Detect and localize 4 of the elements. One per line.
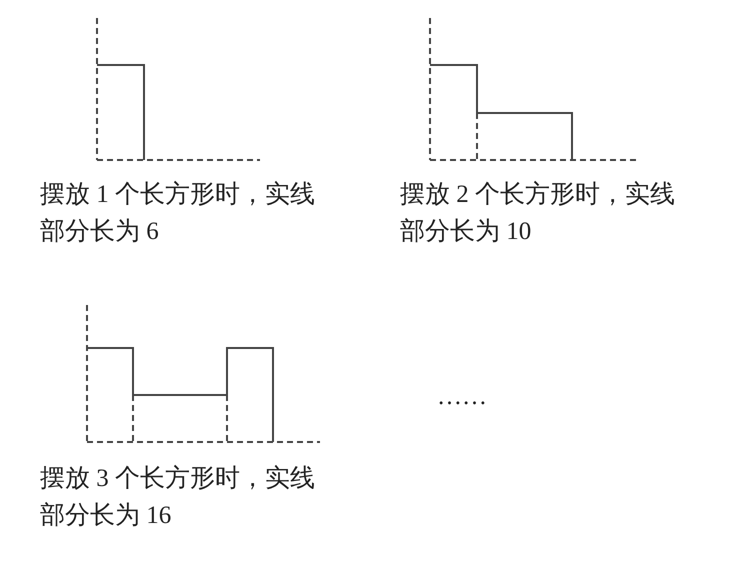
caption-text: 摆放 3 个长方形时，实线部分长为 16 [40,464,316,531]
caption-text: 摆放 1 个长方形时，实线部分长为 6 [40,180,316,247]
caption-text: 摆放 2 个长方形时，实线部分长为 10 [400,180,676,247]
ellipsis: …… [437,383,487,411]
